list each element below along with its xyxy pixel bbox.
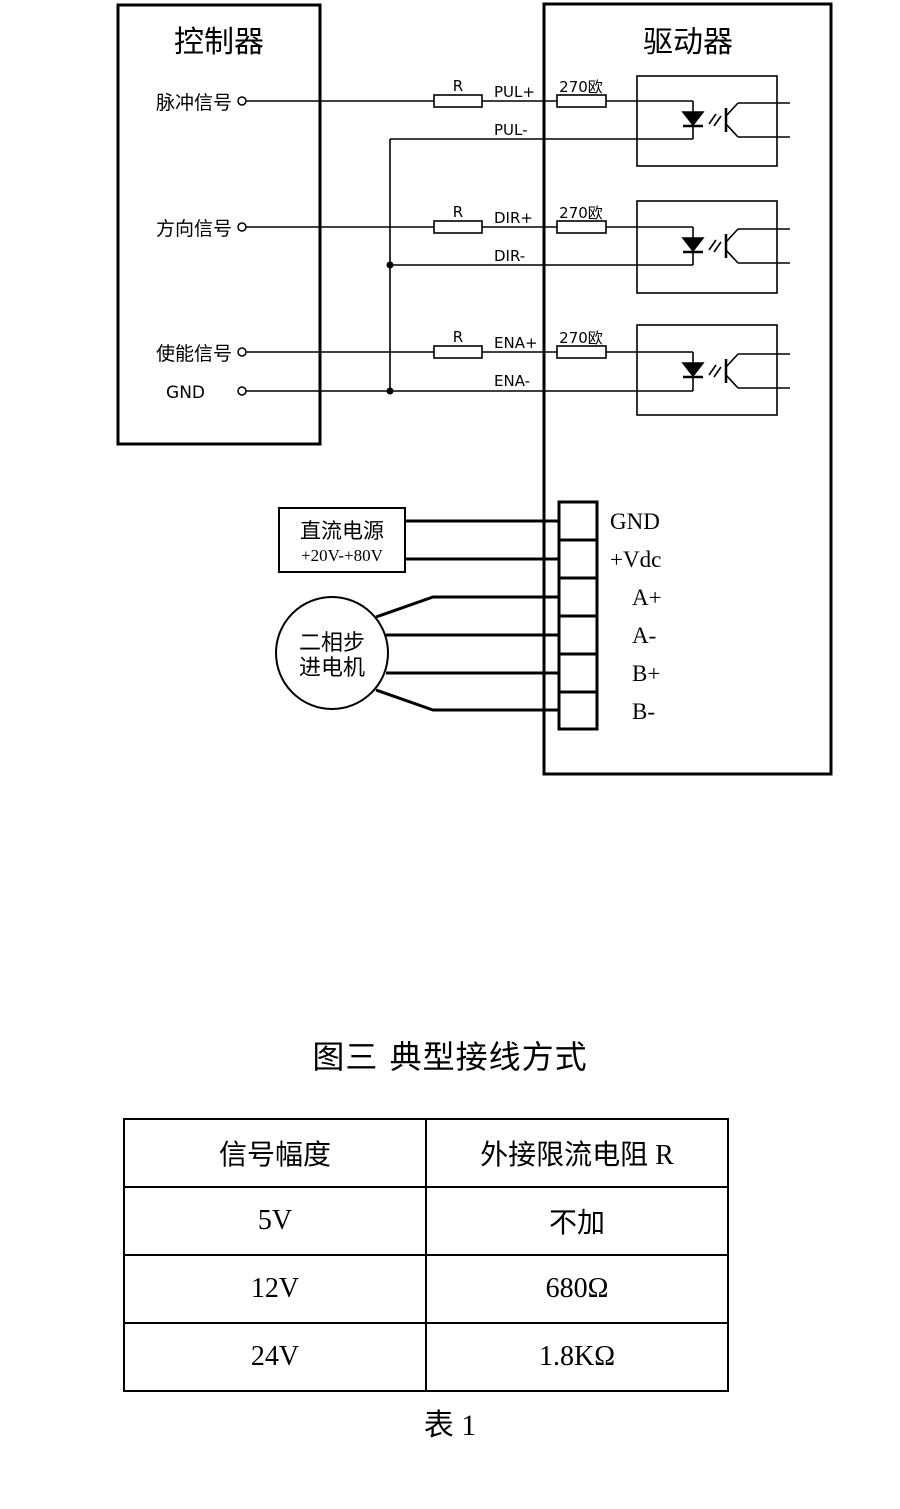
internal-resistor: [556, 94, 607, 108]
power-terminal-block: [557, 500, 599, 731]
terminal-label-pul-minus: PUL-: [494, 121, 528, 139]
power-supply-range: +20V-+80V: [301, 546, 384, 565]
resistor-label: R: [453, 203, 463, 221]
resistor-spec-table: 信号幅度 外接限流电阻 R 5V 不加 12V 680Ω 24V 1.8KΩ: [123, 1118, 729, 1392]
optocoupler-pul: [636, 75, 790, 167]
terminal-label-dir-plus: DIR+: [494, 209, 533, 227]
terminal-label-dir-minus: DIR-: [494, 247, 525, 265]
resistor-label: R: [453, 77, 463, 95]
terminal-direction: [237, 222, 247, 232]
driver-title: 驱动器: [643, 25, 733, 60]
internal-resistor-label: 270欧: [559, 329, 603, 347]
table-row: 24V 1.8KΩ: [123, 1322, 729, 1392]
table-cell: 不加: [425, 1186, 729, 1256]
external-resistor-pul: [433, 94, 483, 108]
power-terminal-a-minus: A-: [632, 623, 656, 648]
signal-label-direction: 方向信号: [156, 218, 232, 240]
power-wires: [405, 519, 559, 561]
controller-box: [116, 3, 322, 446]
terminal-label-pul-plus: PUL+: [494, 83, 535, 101]
power-terminal-vdc: +Vdc: [610, 547, 661, 572]
power-terminal-b-plus: B+: [632, 661, 660, 686]
table-cell: 1.8KΩ: [425, 1322, 729, 1392]
power-terminal-b-minus: B-: [632, 699, 655, 724]
signal-label-pulse: 脉冲信号: [156, 92, 232, 114]
signal-wires: [246, 100, 694, 392]
motor-wires: [375, 595, 559, 712]
wiring-diagram: 控制器 驱动器 脉冲信号 方向信号 使能信号 GND: [116, 2, 833, 776]
junction-dot: [386, 261, 394, 269]
internal-resistor: [556, 220, 607, 234]
table-header-cell: 外接限流电阻 R: [425, 1118, 729, 1188]
table-row: 5V 不加: [123, 1186, 729, 1256]
table-cell: 680Ω: [425, 1254, 729, 1324]
signal-label-enable: 使能信号: [156, 343, 232, 365]
controller-title: 控制器: [174, 25, 264, 60]
motor-label-line1: 二相步: [299, 630, 365, 655]
signal-label-gnd: GND: [166, 383, 205, 403]
table-row: 12V 680Ω: [123, 1254, 729, 1324]
optocoupler-ena: [636, 324, 790, 416]
terminal-gnd: [237, 386, 247, 396]
terminal-pulse: [237, 96, 247, 106]
terminal-label-ena-plus: ENA+: [494, 334, 538, 352]
junction-dot: [386, 387, 394, 395]
external-resistor-ena: [433, 345, 483, 359]
optocoupler-dir: [636, 200, 790, 294]
internal-resistor-label: 270欧: [559, 78, 603, 96]
internal-resistor-label: 270欧: [559, 204, 603, 222]
power-terminal-a-plus: A+: [632, 585, 662, 610]
stepper-motor: [275, 596, 389, 710]
dc-power-supply: [278, 507, 406, 573]
table-cell: 5V: [123, 1186, 427, 1256]
power-terminal-gnd: GND: [610, 509, 660, 534]
internal-resistor: [556, 345, 607, 359]
motor-label-line2: 进电机: [299, 655, 365, 680]
power-supply-title: 直流电源: [300, 519, 384, 543]
table-caption: 表 1: [423, 1409, 477, 1442]
resistor-label: R: [453, 328, 463, 346]
terminal-enable: [237, 347, 247, 357]
table-cell: 24V: [123, 1322, 427, 1392]
table-header-row: 信号幅度 外接限流电阻 R: [123, 1118, 729, 1188]
terminal-label-ena-minus: ENA-: [494, 372, 530, 390]
table-cell: 12V: [123, 1254, 427, 1324]
table-header-cell: 信号幅度: [123, 1118, 427, 1188]
figure-caption: 图三 典型接线方式: [312, 1038, 588, 1076]
driver-box: [542, 2, 833, 776]
external-resistor-dir: [433, 220, 483, 234]
